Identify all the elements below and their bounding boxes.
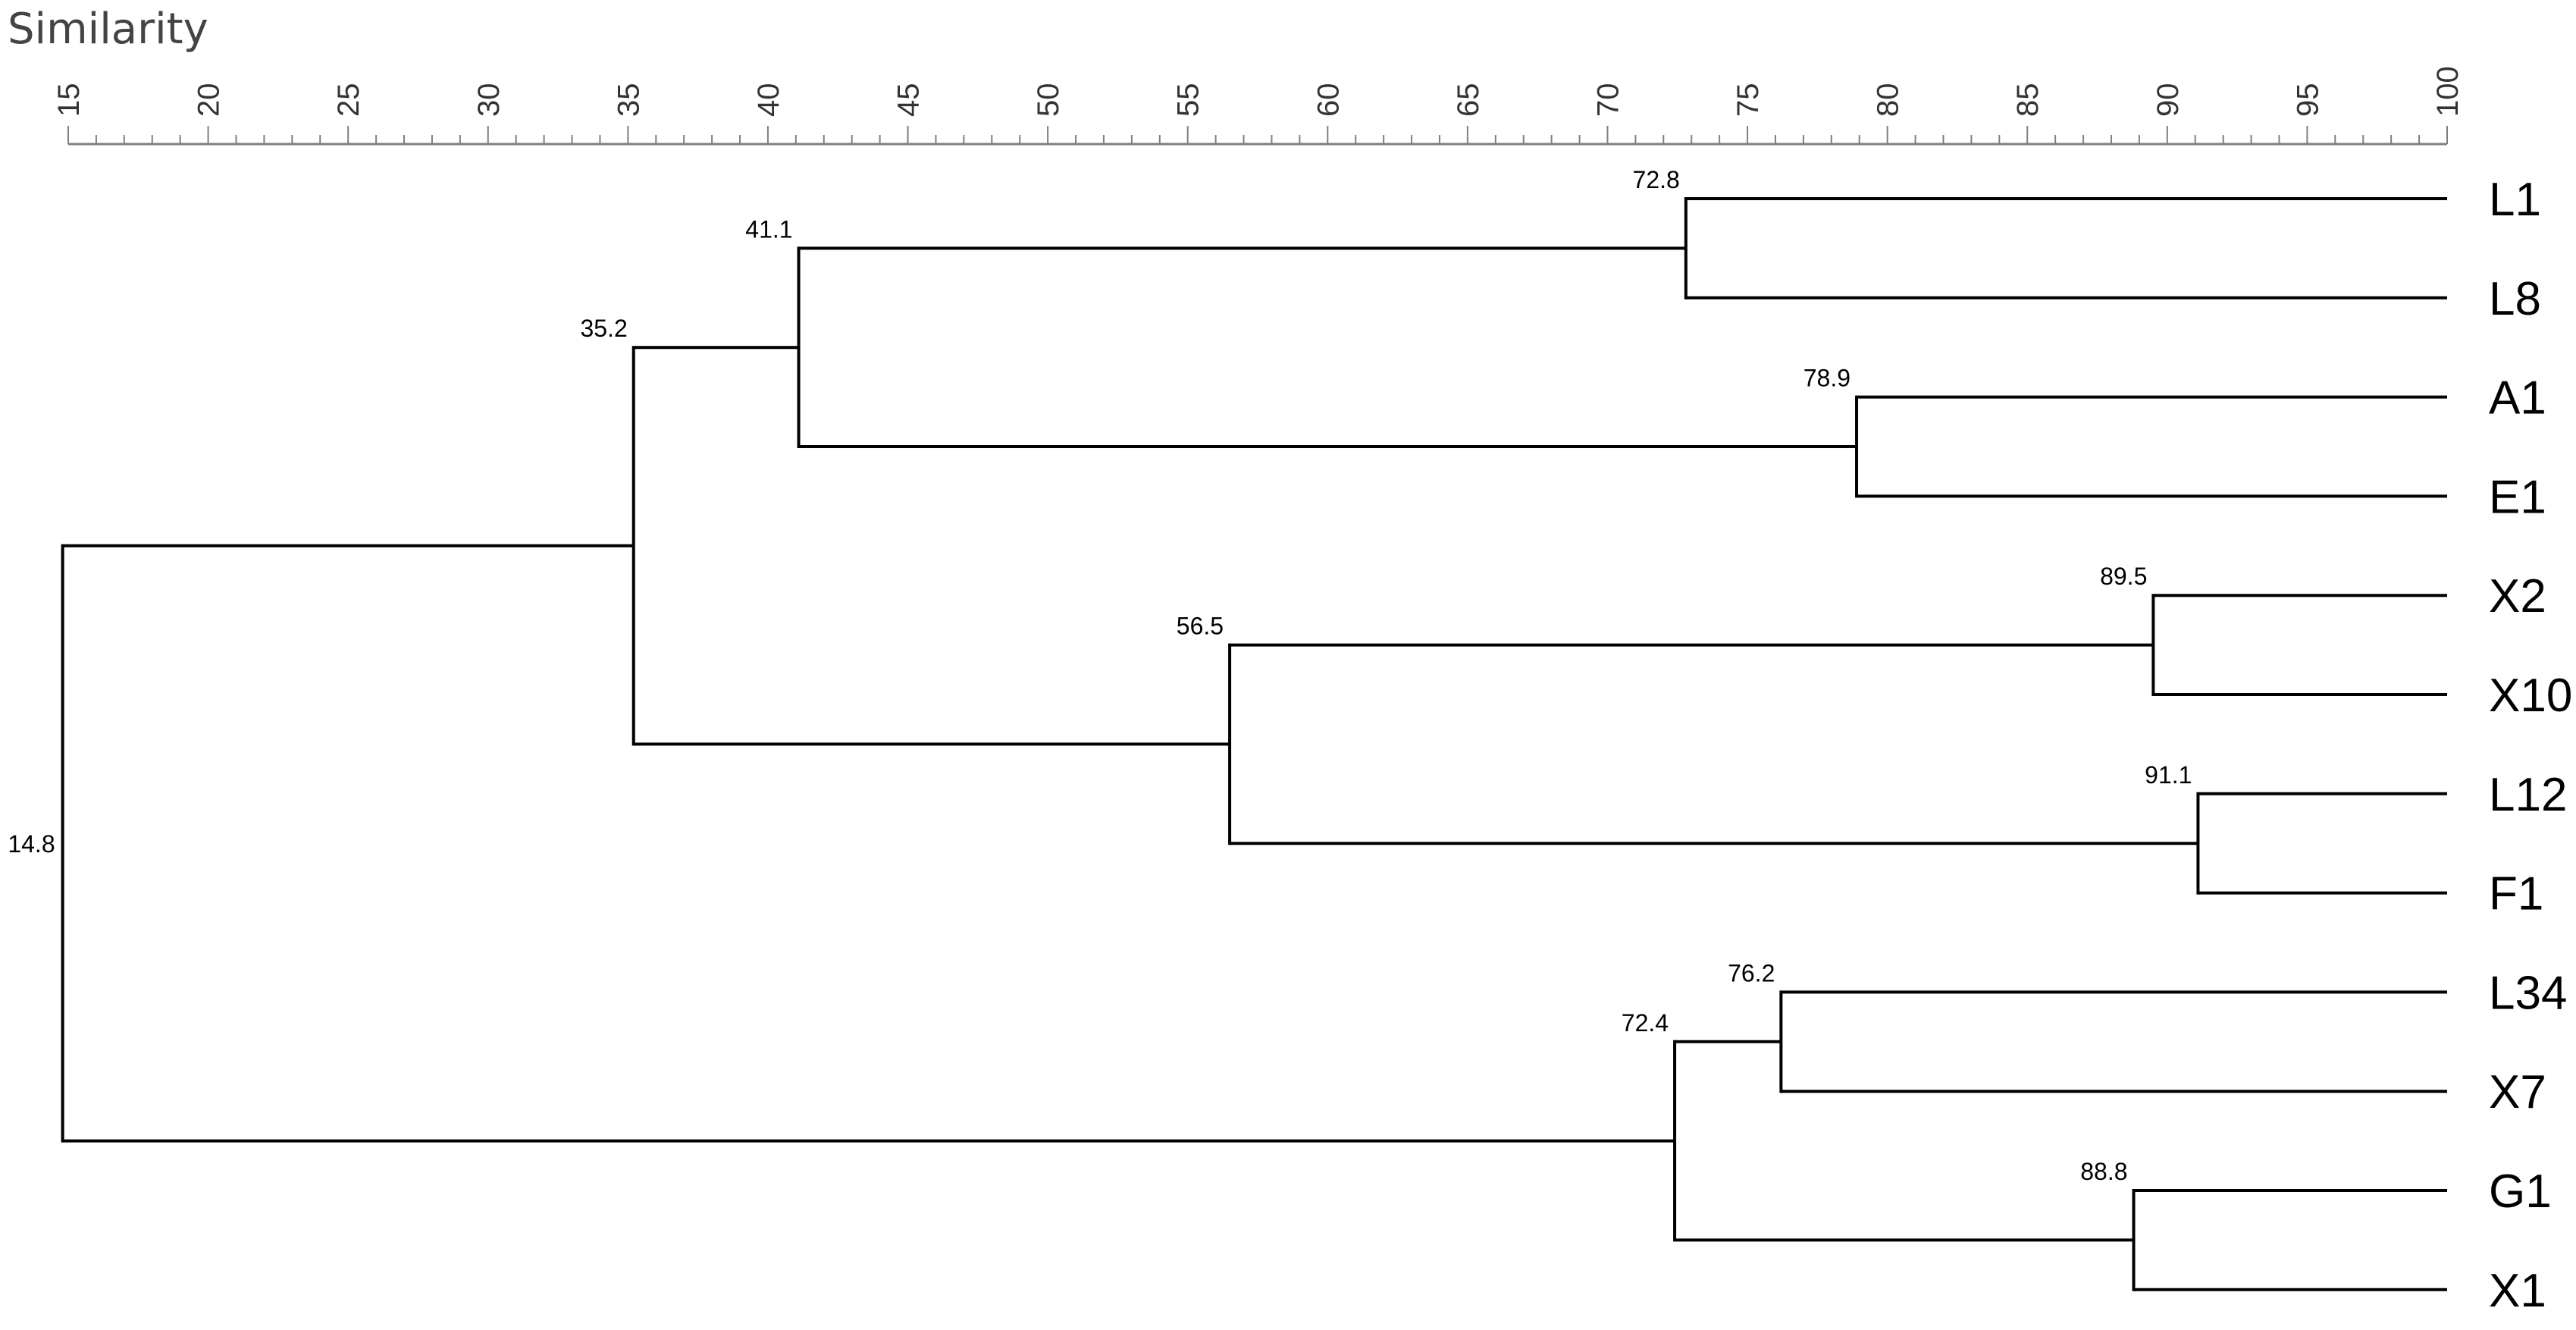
node-similarity-label: 41.1 [745,215,792,243]
node-similarity-label: 89.5 [2100,563,2147,590]
similarity-axis: 15 20 25 30 35 40 45 50 55 60 65 70 75 80 85 90 95 100 [52,66,2465,146]
axis-tick-label: 30 [472,83,506,118]
dendrogram-tree: 72.8 78.9 41.1 89.5 91.1 56.5 35.2 76.2 88.8 72.4… [8,166,2447,1291]
axis-tick-label: 80 [1872,83,1905,118]
axis-tick-label: 70 [1591,83,1625,118]
node-similarity-label: 56.5 [1177,613,1224,640]
node-similarity-label: 35.2 [580,315,627,342]
axis-title: Similarity [8,5,208,54]
leaf-label: L12 [2489,769,2567,821]
leaf-label: L34 [2489,967,2567,1019]
axis-tick-label: 40 [752,83,785,118]
axis-tick-label: 20 [193,83,226,118]
node-similarity-label: 78.9 [1804,365,1851,392]
axis-tick-label: 85 [2011,83,2045,118]
leaf-label: X10 [2489,670,2572,722]
node-similarity-label: 76.2 [1728,959,1775,987]
axis-tick-label: 55 [1172,83,1205,118]
leaf-label: G1 [2489,1165,2552,1218]
node-similarity-label: 72.8 [1633,166,1680,193]
node-similarity-label: 14.8 [8,830,55,858]
axis-tick-label: 60 [1312,83,1345,118]
axis-tick-label: 95 [2291,83,2324,118]
axis-tick-label: 90 [2151,83,2185,118]
leaf-label: X1 [2489,1265,2546,1317]
leaf-label: X2 [2489,570,2546,623]
axis-tick-label: 75 [1731,83,1765,118]
leaf-label: L1 [2489,174,2541,226]
leaf-label: L8 [2489,273,2541,325]
axis-tick-label: 50 [1032,83,1065,118]
axis-tick-label: 100 [2431,66,2465,117]
axis-tick-label: 45 [892,83,926,118]
leaf-label: E1 [2489,471,2546,523]
node-similarity-label: 72.4 [1622,1009,1669,1037]
node-similarity-label: 91.1 [2145,761,2192,789]
leaf-label: F1 [2489,868,2543,921]
axis-tick-label: 15 [52,83,86,118]
axis-tick-label: 35 [612,83,645,118]
leaf-label: A1 [2489,372,2546,425]
axis-tick-label: 65 [1452,83,1485,118]
leaf-label: X7 [2489,1066,2546,1118]
axis-tick-label: 25 [332,83,365,117]
node-similarity-label: 88.8 [2080,1158,2127,1185]
